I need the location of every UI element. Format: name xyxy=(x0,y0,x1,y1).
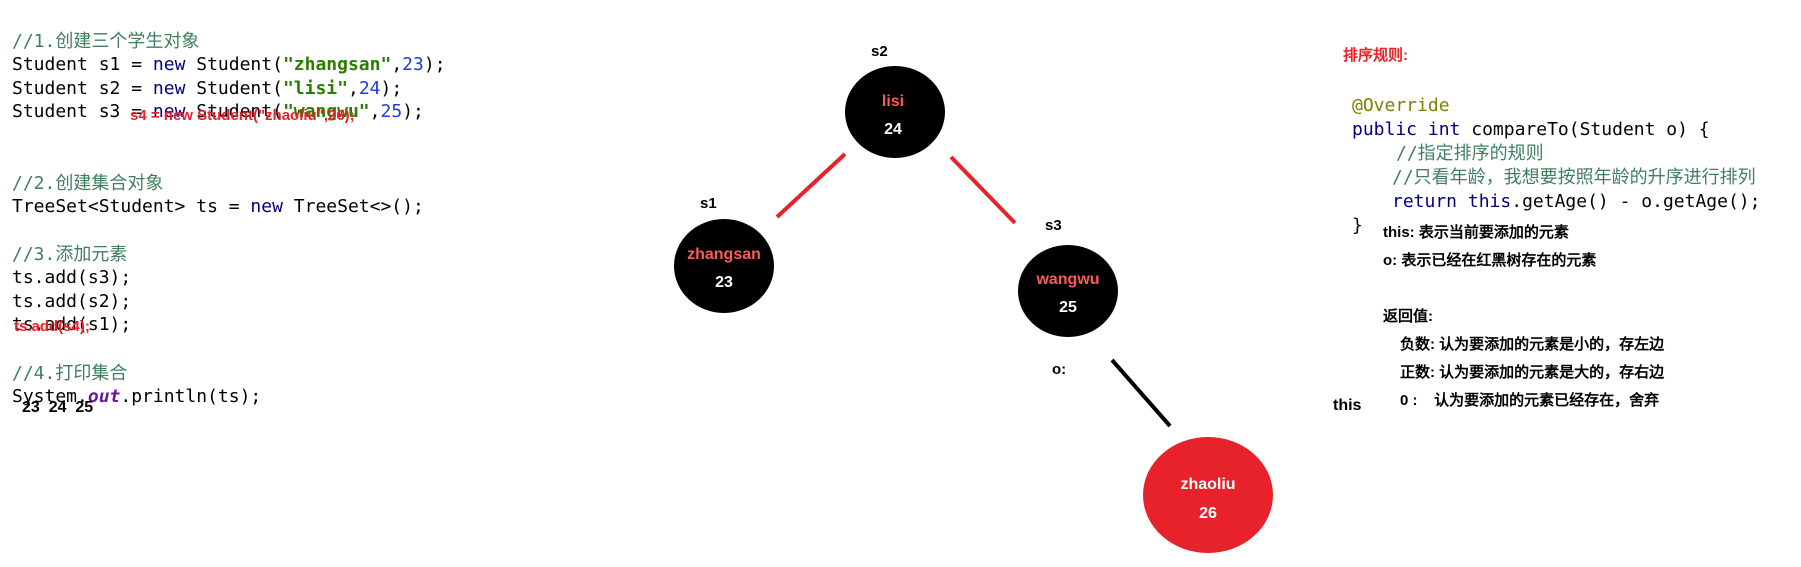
code-text: TreeSet<Student> ts = xyxy=(12,196,251,217)
code-text: TreeSet<>(); xyxy=(282,196,424,217)
label-s3: s3 xyxy=(1045,217,1062,234)
edge-s3-s4 xyxy=(1110,358,1172,428)
code-text: Student( xyxy=(185,77,283,99)
keyword: new xyxy=(152,54,186,75)
node-zhaoliu-name: zhaoliu xyxy=(1180,476,1235,493)
code-line-add-s2: ts.add(s2); xyxy=(12,290,132,312)
node-zhaoliu: zhaoliu 26 xyxy=(1143,437,1273,553)
keyword: public xyxy=(1352,119,1418,140)
node-lisi-name: lisi xyxy=(882,93,904,110)
label-o: o: xyxy=(1052,361,1066,378)
keyword: int xyxy=(1427,119,1461,140)
o-description: o: 表示已经在红黑树存在的元素 xyxy=(1383,252,1597,269)
negative-rule: 负数: 认为要添加的元素是小的，存左边 xyxy=(1400,336,1665,353)
number-literal: 24 xyxy=(358,77,381,99)
keyword: return xyxy=(1392,191,1458,212)
comment-print: //4.打印集合 xyxy=(12,362,128,384)
comment-sort-rule: //指定排序的规则 xyxy=(1396,143,1544,164)
this-description: this: 表示当前要添加的元素 xyxy=(1383,224,1569,241)
code-text: , xyxy=(369,101,381,122)
s4-annotation: s4 = new Student("zhaoliu",26); xyxy=(130,107,355,124)
code-text: compareTo(Student o) { xyxy=(1460,119,1710,140)
label-s1: s1 xyxy=(700,195,717,212)
label-s2: s2 xyxy=(871,43,888,60)
keyword: this xyxy=(1467,191,1512,212)
keyword: new xyxy=(152,101,186,122)
code-line-add-s3: ts.add(s3); xyxy=(12,267,132,288)
keyword: new xyxy=(152,77,186,99)
this-side-label: this xyxy=(1333,397,1362,414)
output-values: 23 24 25 xyxy=(22,399,94,416)
code-text: , xyxy=(347,77,359,99)
node-lisi: lisi 24 xyxy=(845,66,945,158)
code-line-add-s1: ts.add(s1); xyxy=(12,314,132,335)
string-literal: "lisi" xyxy=(282,77,348,99)
comment-age-asc: //只看年龄，我想要按照年龄的升序进行排列 xyxy=(1392,167,1756,188)
node-wangwu: wangwu 25 xyxy=(1018,245,1118,337)
code-text: System. xyxy=(12,386,88,407)
override-annotation: @Override xyxy=(1352,95,1450,116)
code-text: , xyxy=(391,54,403,75)
string-literal: "wangwu" xyxy=(282,101,370,122)
code-text: ); xyxy=(380,77,403,99)
string-literal: "zhangsan" xyxy=(282,54,392,75)
edge-s2-s1 xyxy=(775,152,847,219)
code-line-s3: Student s3 = new Student("wangwu",25); xyxy=(12,100,446,124)
sort-rule-title: 排序规则: xyxy=(1343,47,1408,64)
number-literal: 23 xyxy=(402,54,424,75)
code-text: Student( xyxy=(185,54,283,75)
number-literal: 25 xyxy=(380,101,403,122)
code-line-s2: Student s2 = new Student("lisi",24); xyxy=(12,77,446,101)
add-s4-annotation: ts.add(s4); xyxy=(14,318,90,335)
code-text: Student s3 = xyxy=(12,101,153,122)
static-field: out xyxy=(87,386,121,407)
code-text: Student s2 = xyxy=(12,77,153,99)
zero-rule: 0 : 认为要添加的元素已经存在，舍弃 xyxy=(1400,392,1660,409)
code-text: .println(ts); xyxy=(120,386,262,407)
code-text: ); xyxy=(402,101,424,122)
return-line: return this.getAge() - o.getAge(); xyxy=(1352,190,1760,214)
comment-create-students: //1.创建三个学生对象 xyxy=(12,30,200,52)
return-value-title: 返回值: xyxy=(1383,308,1433,325)
node-zhangsan-age: 23 xyxy=(715,274,733,291)
closing-brace: } xyxy=(1352,215,1363,236)
node-lisi-age: 24 xyxy=(884,121,902,138)
node-wangwu-name: wangwu xyxy=(1035,271,1099,288)
comment-create-collection: //2.创建集合对象 xyxy=(12,172,164,194)
code-text: Student( xyxy=(185,101,283,122)
code-line-s1: Student s1 = new Student("zhangsan",23); xyxy=(12,53,446,77)
node-zhangsan-name: zhangsan xyxy=(687,246,761,263)
node-wangwu-age: 25 xyxy=(1059,299,1077,316)
code-text: ); xyxy=(423,54,446,75)
node-zhangsan: zhangsan 23 xyxy=(674,219,774,313)
node-zhaoliu-age: 26 xyxy=(1199,505,1217,522)
code-line-print: System.out.println(ts); xyxy=(12,385,261,409)
positive-rule: 正数: 认为要添加的元素是大的，存右边 xyxy=(1400,364,1665,381)
code-line-treeset: TreeSet<Student> ts = new TreeSet<>(); xyxy=(12,195,424,219)
code-text: Student s1 = xyxy=(12,54,153,75)
comment-add-elements: //3.添加元素 xyxy=(12,243,128,265)
keyword: new xyxy=(250,196,283,217)
code-text: .getAge() - o.getAge(); xyxy=(1511,191,1761,212)
method-signature: public int compareTo(Student o) { xyxy=(1352,118,1760,142)
edge-s2-s3 xyxy=(949,155,1017,225)
